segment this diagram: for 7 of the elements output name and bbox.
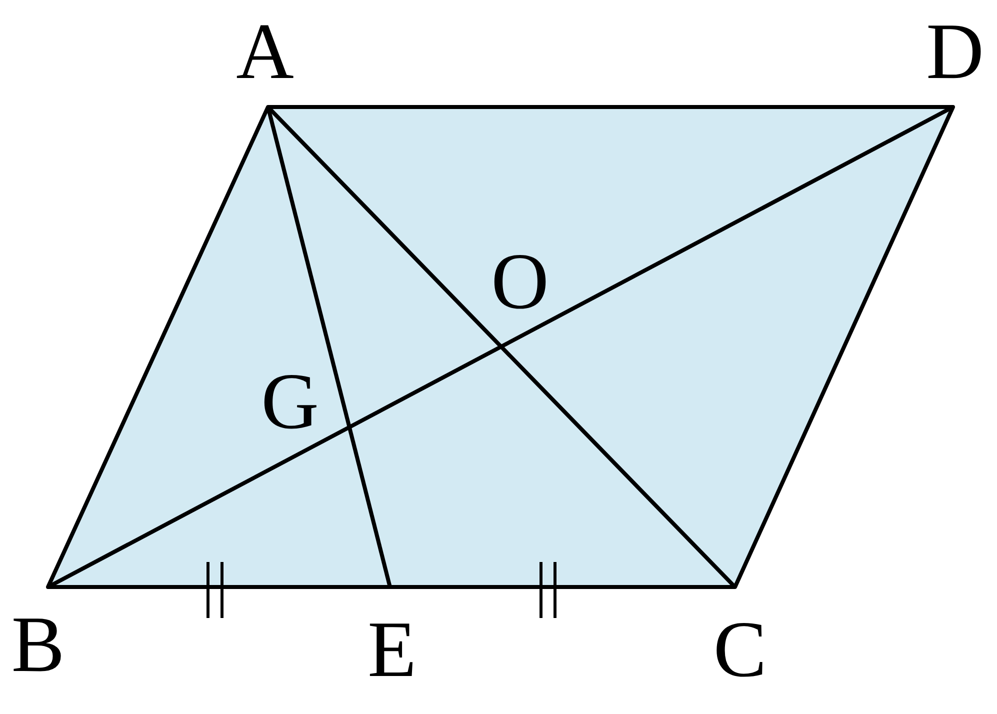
point-label: G	[261, 362, 319, 442]
point-label: E	[368, 610, 416, 690]
point-label: C	[713, 610, 767, 690]
point-label: A	[236, 12, 294, 92]
point-label: D	[926, 12, 984, 92]
point-label: O	[491, 242, 549, 322]
point-label: B	[11, 605, 65, 685]
